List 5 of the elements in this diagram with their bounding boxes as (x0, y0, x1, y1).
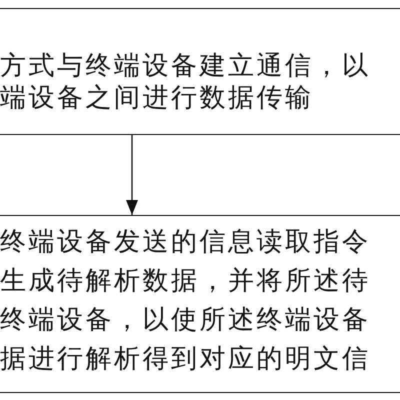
process-box (0, 215, 400, 393)
arrow (126, 135, 138, 215)
process-box (0, 8, 400, 135)
step-text: 方式与终端设备建立通信，以端设备之间进行数据传输 (0, 50, 372, 114)
step-text: 终端设备发送的信息读取指令生成待解析数据，并将所述待终端设备，以使所述终端设备据进行解析得到对应的明文信 (0, 226, 372, 376)
